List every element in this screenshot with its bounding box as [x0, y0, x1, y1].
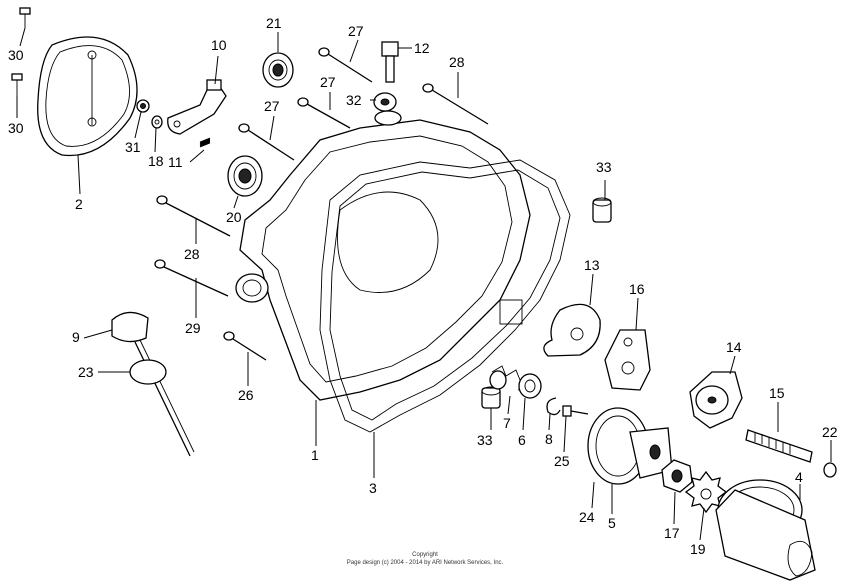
dipstick-9 — [111, 311, 195, 457]
circlip-8 — [546, 397, 561, 416]
page-design-credit: Page design (c) 2004 - 2014 by ARI Netwo… — [346, 560, 504, 566]
callout-23: 23 — [78, 364, 94, 380]
collar-33-a — [592, 197, 612, 223]
nut-31 — [136, 99, 150, 113]
part-cover-2 — [37, 36, 138, 157]
callout-13: 13 — [584, 257, 600, 273]
filter-rotor-5 — [587, 407, 673, 485]
screw-25 — [562, 405, 589, 417]
callout-6: 6 — [518, 432, 526, 448]
bearing-20 — [227, 155, 263, 197]
callout-27-top: 27 — [348, 23, 364, 39]
bolt-28-a — [422, 83, 489, 125]
plate-16 — [604, 329, 651, 391]
callout-1: 1 — [311, 447, 319, 463]
callout-29: 29 — [185, 320, 201, 336]
bolt-27-c — [238, 123, 295, 161]
callout-27-left: 27 — [264, 98, 280, 114]
callout-31: 31 — [125, 139, 141, 155]
callout-labels: 30 30 2 31 18 10 11 21 20 27 27 27 12 32… — [8, 15, 838, 557]
callout-8: 8 — [545, 431, 553, 447]
callout-7: 7 — [503, 415, 511, 431]
callout-17: 17 — [664, 525, 680, 541]
bolt-28-b — [156, 195, 231, 237]
callout-11: 11 — [168, 154, 183, 170]
bolt-12 — [381, 41, 399, 83]
callout-20: 20 — [226, 209, 242, 225]
callout-2: 2 — [75, 196, 83, 212]
washer-18 — [151, 115, 163, 129]
crankcase-cover-1 — [235, 110, 531, 401]
callout-33-bottom: 33 — [477, 432, 493, 448]
filter-cover-4 — [715, 479, 816, 581]
screw-30-b — [11, 73, 23, 96]
callout-30-bottom: 30 — [8, 120, 24, 136]
bearing-21 — [262, 52, 294, 88]
callout-18: 18 — [148, 153, 164, 169]
o-ring-23 — [129, 359, 167, 385]
callout-9: 9 — [72, 329, 80, 345]
bolt-26 — [223, 331, 267, 361]
collar-33-b — [481, 386, 501, 409]
callout-32: 32 — [346, 92, 362, 108]
callout-30-top: 30 — [8, 47, 24, 63]
callout-10: 10 — [211, 37, 227, 53]
bolt-27-b — [297, 97, 351, 129]
callout-12: 12 — [414, 40, 430, 56]
shaft-15 — [745, 429, 813, 463]
lock-washer-19 — [684, 470, 728, 514]
callout-4: 4 — [795, 469, 803, 485]
plunger-6 — [518, 373, 542, 399]
arm-10 — [167, 79, 227, 135]
callout-25: 25 — [554, 453, 570, 469]
screw-30-a — [19, 7, 31, 28]
callout-22: 22 — [822, 424, 838, 440]
callout-28-left: 28 — [184, 246, 200, 262]
callout-19: 19 — [690, 541, 706, 557]
bolt-29 — [154, 259, 229, 297]
bolt-27-a — [318, 47, 373, 83]
callout-27-middle: 27 — [320, 74, 336, 90]
callout-3: 3 — [369, 480, 377, 496]
callout-21: 21 — [266, 15, 282, 31]
gasket-3 — [319, 159, 571, 433]
clip-22 — [823, 462, 837, 478]
callout-28-right: 28 — [449, 54, 465, 70]
plate-13 — [543, 303, 601, 357]
callout-15: 15 — [769, 385, 785, 401]
callout-26: 26 — [238, 387, 254, 403]
callout-5: 5 — [608, 515, 616, 531]
spring-11 — [199, 137, 211, 148]
callout-14: 14 — [726, 339, 742, 355]
nut-32 — [373, 92, 397, 112]
callout-16: 16 — [629, 281, 645, 297]
nut-17 — [661, 459, 693, 493]
callout-33-top: 33 — [596, 159, 612, 175]
leader-lines — [16, 27, 832, 541]
callout-24: 24 — [579, 509, 595, 525]
rotor-14 — [689, 371, 743, 429]
copyright-line: Copyright — [412, 552, 438, 558]
